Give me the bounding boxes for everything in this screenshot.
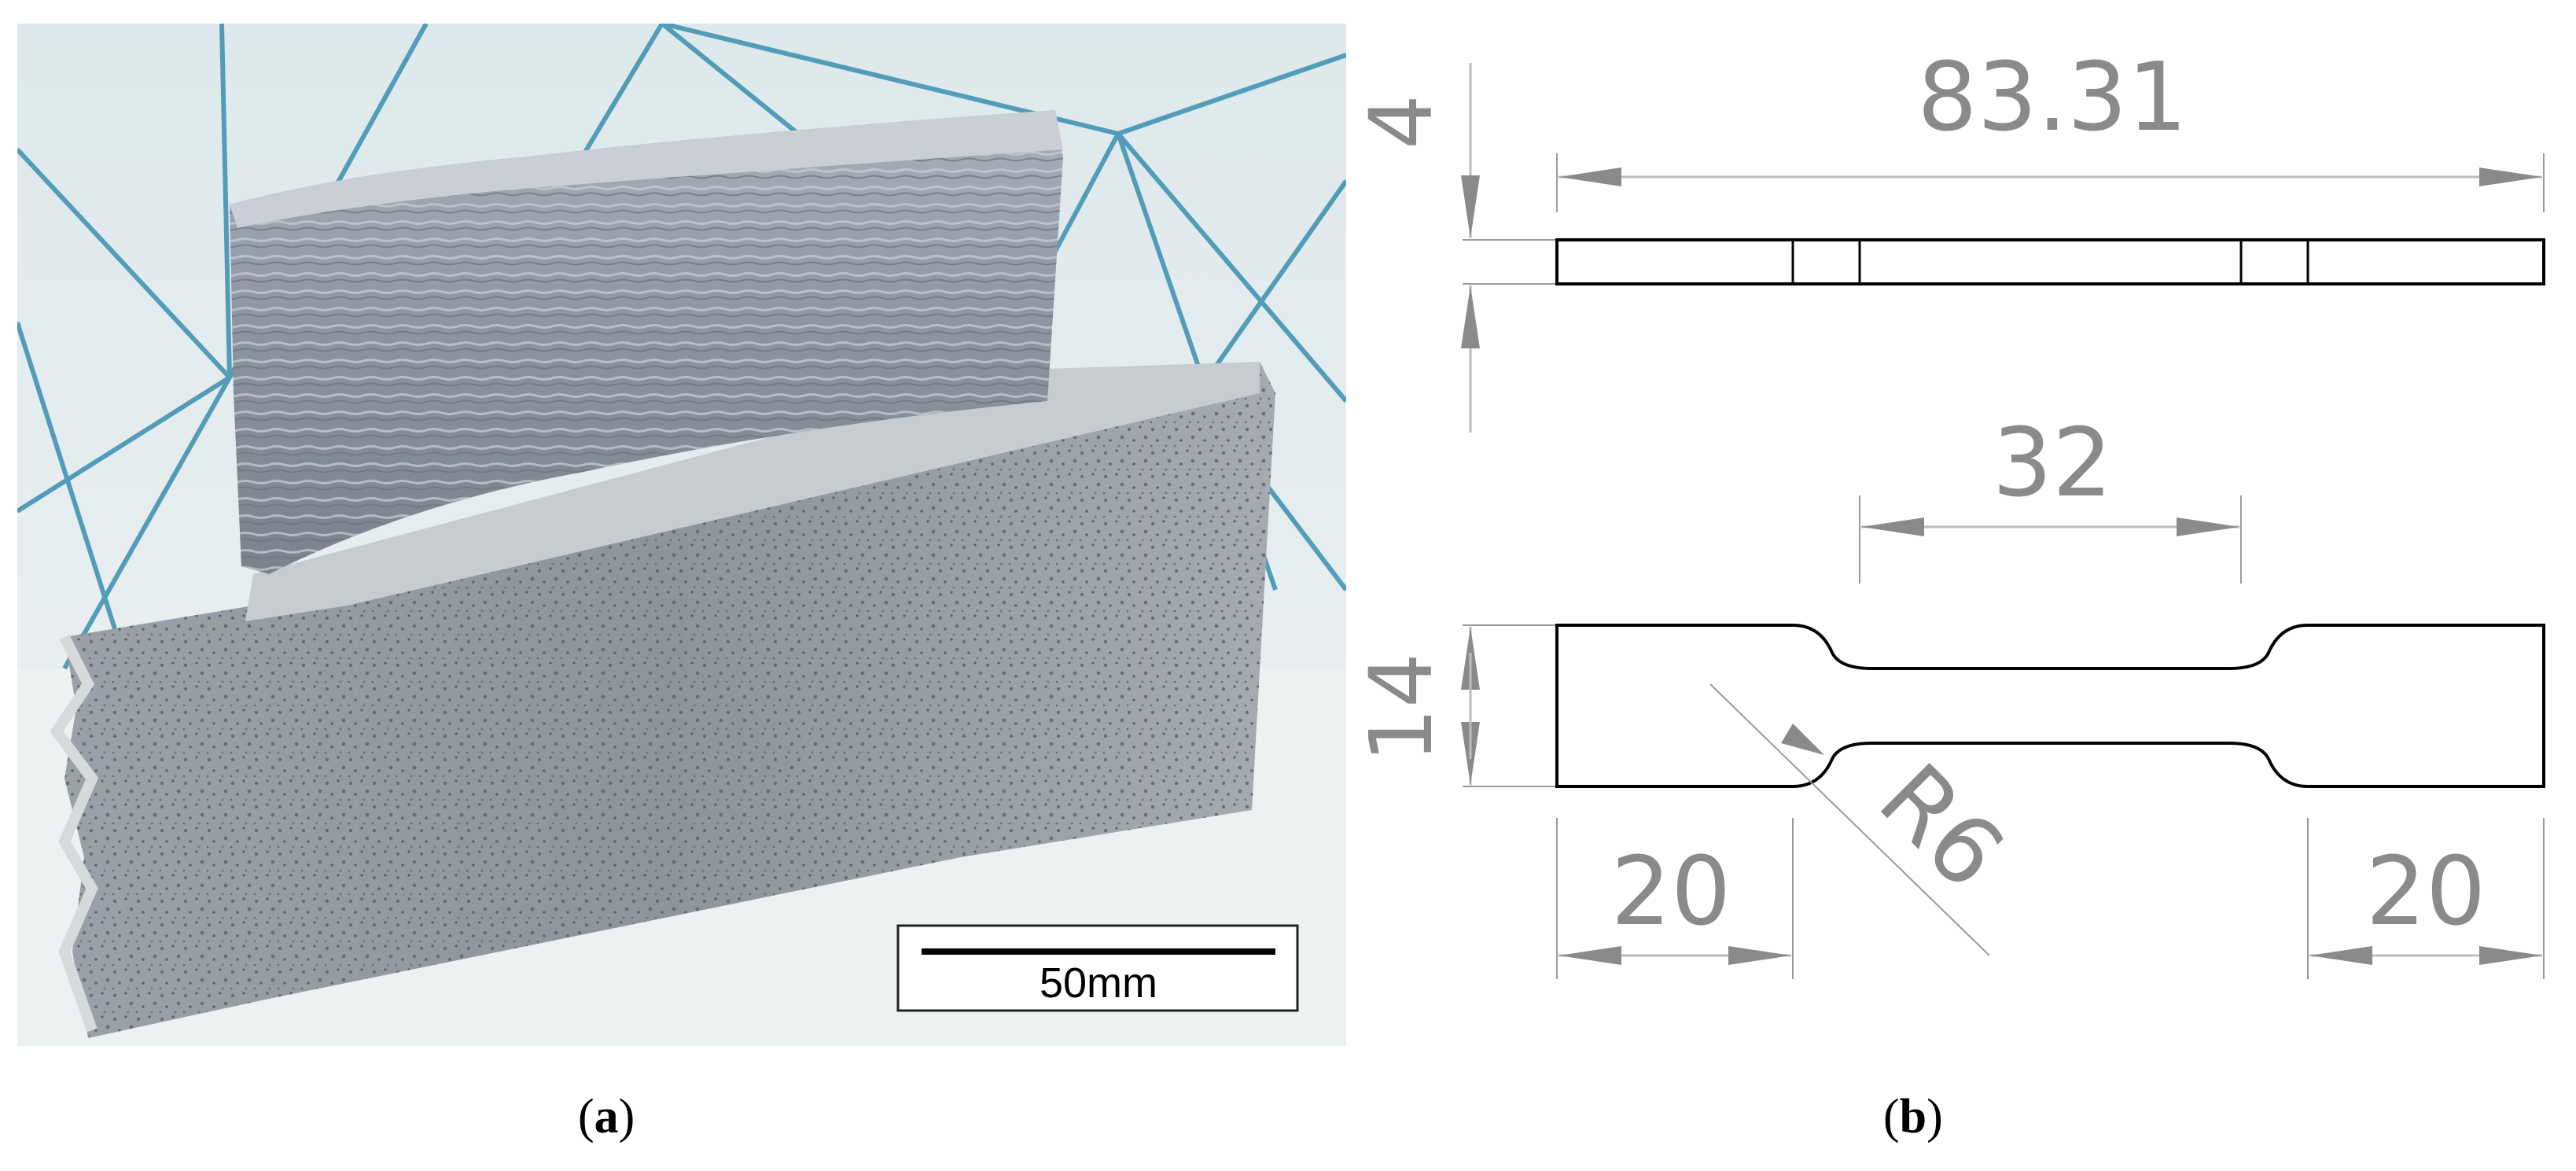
side-view	[1555, 238, 2545, 285]
overall-length-label: 83.31	[1917, 43, 2188, 153]
dimension-grip-right: 20	[2307, 818, 2545, 979]
dimension-thickness: 4	[1352, 63, 1555, 433]
substrate-top-face	[245, 362, 1260, 621]
grip-left-label: 20	[1611, 838, 1731, 947]
caption-a-letter: a	[594, 1090, 619, 1143]
dimension-gauge-length: 32	[1859, 409, 2242, 584]
width-label: 14	[1352, 653, 1452, 763]
substrate-fracture-edge	[50, 634, 99, 1033]
scale-bar: 50mm	[896, 924, 1299, 1012]
dimension-width: 14	[1352, 624, 1555, 787]
deposited-wall-top	[230, 110, 1063, 228]
scale-bar-label: 50mm	[1040, 959, 1157, 1007]
substrate-speckle	[64, 362, 1275, 1038]
thickness-label: 4	[1352, 94, 1452, 149]
side-view-outline	[1555, 238, 2545, 285]
specimen-drawing: 83.31 4 32 14 20 20	[1352, 43, 2545, 979]
deposited-wall-layers	[230, 110, 1063, 574]
dimension-grip-left: 20	[1556, 818, 1794, 979]
photo-panel: 50mm	[17, 24, 1346, 1046]
fillet-radius-label: R6	[1858, 744, 2024, 910]
caption-a: (a)	[578, 1090, 635, 1143]
dimension-overall-length: 83.31	[1556, 43, 2545, 212]
dogbone-outline	[1555, 624, 2545, 788]
gauge-length-label: 32	[1993, 409, 2113, 518]
grip-right-label: 20	[2366, 838, 2486, 947]
caption-b: (b)	[1883, 1090, 1943, 1143]
caption-b-letter: b	[1899, 1090, 1927, 1143]
